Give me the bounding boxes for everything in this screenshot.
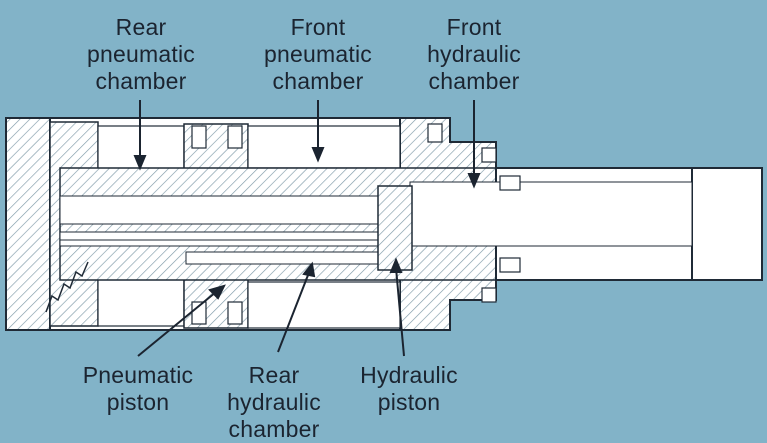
label-line: chamber xyxy=(272,68,364,94)
cylinder-diagram: Rear pneumatic chamber Front pneumatic c… xyxy=(5,14,763,442)
label-line: Hydraulic xyxy=(360,362,458,388)
label-line: chamber xyxy=(228,416,320,442)
inner-rod xyxy=(59,231,411,247)
seal xyxy=(499,257,521,273)
label-line: piston xyxy=(106,389,170,415)
label-line: Rear xyxy=(248,362,300,388)
seal xyxy=(481,287,497,303)
label-line: piston xyxy=(377,389,441,415)
rod-end xyxy=(691,167,763,281)
label-line: chamber xyxy=(95,68,187,94)
label-rear-pneumatic-chamber: Rear pneumatic chamber xyxy=(80,14,202,95)
label-line: pneumatic xyxy=(87,41,195,67)
front-hydraulic-chamber-area xyxy=(409,181,693,247)
cylinder-cross-section xyxy=(5,100,763,357)
label-line: hydraulic xyxy=(227,389,321,415)
seal xyxy=(499,175,521,191)
leader-lines xyxy=(133,100,481,357)
seal xyxy=(227,301,243,325)
label-line: hydraulic xyxy=(427,41,521,67)
label-hydraulic-piston: Hydraulic piston xyxy=(346,362,472,416)
label-front-hydraulic-chamber: Front hydraulic chamber xyxy=(416,14,532,95)
label-line: Rear xyxy=(115,14,167,40)
label-line: Pneumatic xyxy=(82,362,194,388)
seal xyxy=(191,301,207,325)
label-pneumatic-piston: Pneumatic piston xyxy=(70,362,206,416)
label-rear-hydraulic-chamber: Rear hydraulic chamber xyxy=(212,362,336,443)
label-line: Front xyxy=(290,14,346,40)
seal xyxy=(427,123,443,143)
label-line: pneumatic xyxy=(264,41,372,67)
seal xyxy=(481,147,497,163)
label-line: Front xyxy=(446,14,502,40)
rear-end-cap xyxy=(5,117,51,331)
rear-hydraulic-chamber-area xyxy=(185,251,387,265)
label-front-pneumatic-chamber: Front pneumatic chamber xyxy=(252,14,384,95)
seal xyxy=(191,125,207,149)
label-line: chamber xyxy=(428,68,520,94)
hydraulic-piston xyxy=(377,185,413,271)
seal xyxy=(227,125,243,149)
rear-spring xyxy=(45,261,89,313)
front-pneumatic-chamber-lower xyxy=(247,281,401,329)
